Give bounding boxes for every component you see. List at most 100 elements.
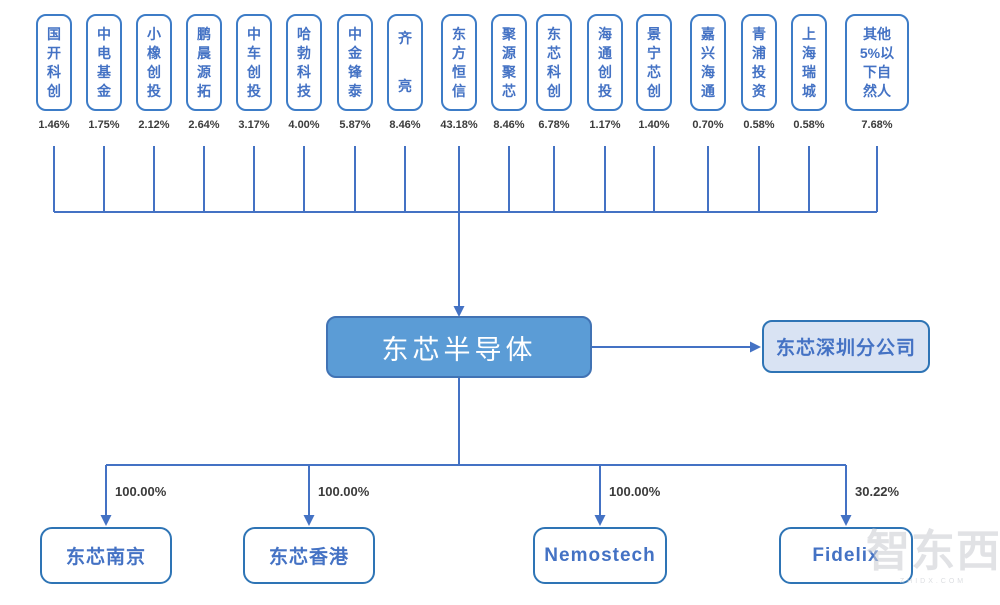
shareholder-name-line: 鹏 (197, 25, 211, 42)
shareholder-box: 海通创投 (587, 14, 623, 111)
shareholder-box: 嘉兴海通 (690, 14, 726, 111)
shareholder-name-line: 芯 (547, 44, 561, 61)
shareholder-name-line: 齐 (398, 30, 412, 46)
shareholder-name-line: 兴 (701, 44, 715, 61)
shareholder-name-line: 车 (247, 44, 261, 61)
shareholder-name-line: 技 (297, 82, 311, 99)
shareholder-percentage: 8.46% (493, 119, 525, 131)
shareholder-name-line: 橡 (147, 44, 161, 61)
shareholder-percentage: 4.00% (288, 119, 320, 131)
shareholder-name-line: 投 (752, 63, 766, 80)
shareholder-name-line: 投 (147, 82, 161, 99)
shareholder-name-line: 方 (452, 44, 466, 61)
shareholder-name-line: 创 (47, 82, 61, 99)
shareholder-name-line: 信 (452, 82, 466, 99)
subsidiary-label: Fidelix (812, 544, 880, 566)
shareholder-percentage: 1.75% (88, 119, 120, 131)
ownership-percentage: 30.22% (855, 484, 900, 499)
parent-company-box: 东芯半导体 (326, 316, 592, 378)
subsidiary-box: 东芯南京 (40, 527, 172, 584)
shareholder-name-line: 创 (147, 63, 161, 80)
shareholder-box: 齐亮 (387, 14, 423, 111)
shareholder-name-line: 下自 (863, 63, 891, 80)
shareholder-percentage: 0.70% (692, 119, 724, 131)
parent-company-label: 东芯半导体 (381, 334, 537, 365)
shareholder-name-line: 投 (247, 82, 261, 99)
shareholder-name-line: 海 (701, 63, 715, 80)
shareholder-box: 聚源聚芯 (491, 14, 527, 111)
shareholder-name-line: 晨 (197, 44, 211, 61)
shareholder-name-line: 东 (452, 25, 466, 42)
shareholder-percentage: 3.17% (238, 119, 270, 131)
shareholder-box: 中金锋泰 (337, 14, 373, 111)
shareholder-percentage: 2.12% (138, 119, 170, 131)
shareholder-name-line: 投 (598, 82, 612, 99)
shareholder-box: 中车创投 (236, 14, 272, 111)
shareholder-name-line: 芯 (647, 63, 661, 80)
shareholder-name-line: 浦 (752, 44, 766, 61)
shareholder-percentage: 0.58% (793, 119, 825, 131)
shareholder-name-line: 科 (547, 63, 561, 80)
shareholder-box: 国开科创 (36, 14, 72, 111)
shareholder-name-line: 海 (598, 25, 612, 42)
shareholder-name-line: 亮 (398, 78, 412, 94)
shareholder-box: 中电基金 (86, 14, 122, 111)
shareholder-name-line: 聚 (502, 25, 516, 42)
subsidiary-label: 东芯南京 (65, 547, 146, 568)
shareholder-box: 哈勃科技 (286, 14, 322, 111)
shareholder-name-line: 瑞 (802, 63, 816, 80)
shareholder-box: 东芯科创 (536, 14, 572, 111)
shareholder-name-line: 锋 (348, 63, 362, 80)
shareholder-box: 其他 5%以下自然人 (845, 14, 909, 111)
shareholder-name-line: 源 (502, 44, 516, 61)
ownership-percentage: 100.00% (609, 484, 661, 499)
shareholder-name-line: 宁 (647, 44, 661, 61)
shareholder-name-line: 金 (348, 44, 362, 61)
shareholder-name-line: 通 (701, 82, 715, 99)
ownership-percentage: 100.00% (318, 484, 370, 499)
shareholder-name-line: 科 (47, 63, 61, 80)
shareholder-box: 上海瑞城 (791, 14, 827, 111)
shareholder-name-line: 东 (547, 25, 561, 42)
shareholder-name-line: 聚 (502, 63, 516, 80)
shareholder-name-line: 小 (147, 25, 161, 42)
shareholder-name-line: 泰 (348, 82, 362, 99)
shareholder-name-line: 其他 (863, 25, 891, 42)
shareholder-name-line: 上 (802, 25, 816, 42)
shareholder-name-line: 景 (647, 25, 661, 42)
shareholder-name-line: 金 (97, 82, 111, 99)
shareholder-percentage: 2.64% (188, 119, 220, 131)
shareholder-name-line: 通 (598, 44, 612, 61)
shareholder-name-line: 青 (752, 25, 766, 42)
shareholder-name-line: 开 (47, 44, 61, 61)
subsidiary-label: 东芯香港 (268, 547, 349, 568)
shareholder-name-line: 创 (547, 82, 561, 99)
shareholder-percentage: 1.40% (638, 119, 670, 131)
shareholder-name-line: 国 (47, 25, 61, 42)
ownership-percentage: 100.00% (115, 484, 167, 499)
shareholder-percentage: 1.17% (589, 119, 621, 131)
shareholder-box: 景宁芯创 (636, 14, 672, 111)
shenzhen-branch-box: 东芯深圳分公司 (762, 320, 930, 373)
shareholder-name-line: 哈 (297, 25, 311, 42)
subsidiary-box: Fidelix (779, 527, 913, 584)
shareholder-percentage: 6.78% (538, 119, 570, 131)
shareholder-name-line: 基 (97, 63, 111, 80)
shareholder-name-line: 5%以 (859, 44, 895, 61)
shareholder-name-line: 创 (647, 82, 661, 99)
shareholder-box: 东方恒信 (441, 14, 477, 111)
shareholder-name-line: 科 (297, 63, 311, 80)
shareholder-name-line: 嘉 (701, 25, 715, 42)
shareholder-box: 青浦投资 (741, 14, 777, 111)
shareholder-name-line: 城 (802, 82, 816, 99)
shareholder-name-line: 然人 (863, 82, 891, 99)
shareholder-percentage: 7.68% (861, 119, 893, 131)
shareholder-name-line: 资 (752, 82, 766, 99)
shareholder-name-line: 创 (247, 63, 261, 80)
subsidiary-label: Nemostech (544, 544, 656, 566)
shareholder-name-line: 中 (247, 25, 261, 42)
shareholder-name-line: 恒 (452, 63, 466, 80)
shenzhen-branch-label: 东芯深圳分公司 (775, 338, 916, 359)
shareholder-percentage: 1.46% (38, 119, 70, 131)
